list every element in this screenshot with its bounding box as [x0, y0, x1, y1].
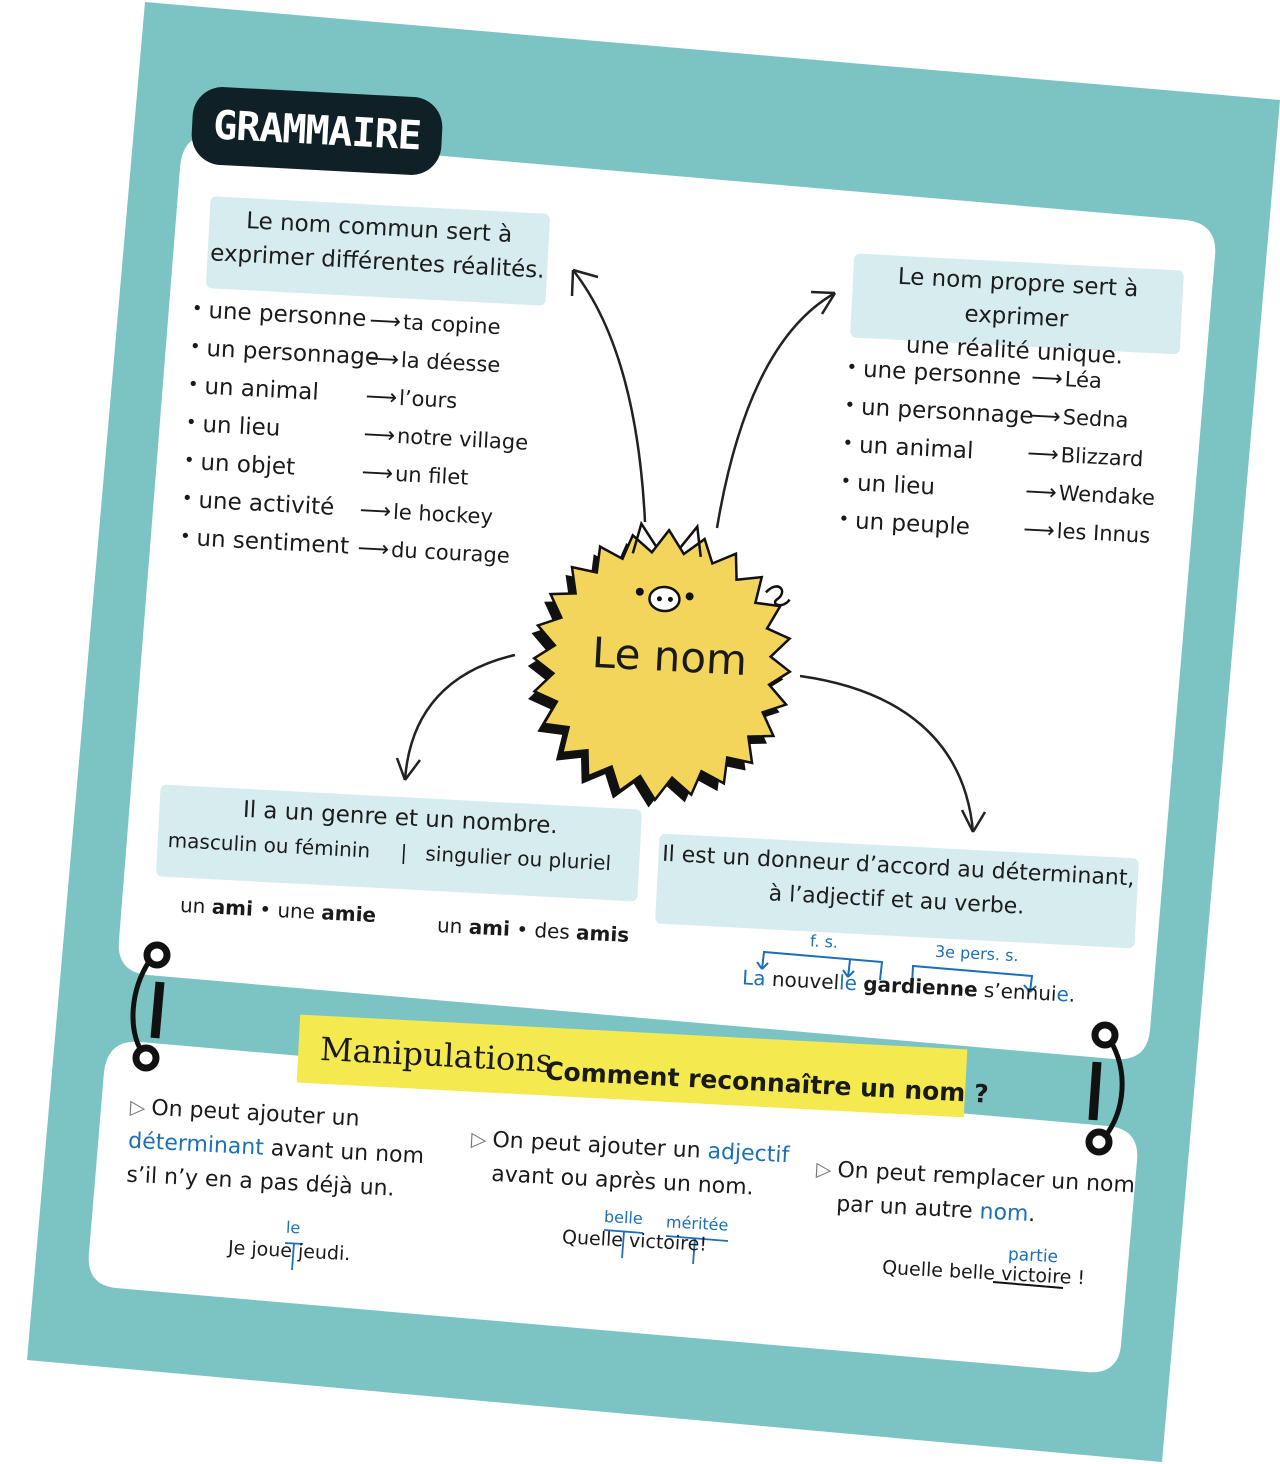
arrow-right-icon: ⟶: [362, 422, 396, 449]
manip-insert-2a: belle: [603, 1206, 644, 1229]
gender-sep: |: [399, 840, 408, 865]
arrow-right-icon: ⟶: [360, 460, 394, 487]
list-example: ⟶un filet: [360, 460, 470, 490]
triangle-bullet-icon: ▷: [815, 1156, 833, 1182]
arrow-right-icon: ⟶: [1024, 479, 1058, 506]
center-label: Le nom: [590, 627, 749, 686]
binder-ring-right: [1085, 1021, 1125, 1156]
binder-ring-left: [130, 941, 171, 1072]
arrow-right-icon: ⟶: [366, 346, 400, 373]
arrow-right-icon: ⟶: [358, 498, 392, 525]
list-example: ⟶du courage: [356, 536, 511, 568]
list-example: ⟶Wendake: [1024, 479, 1156, 511]
list-example: ⟶Léa: [1030, 365, 1103, 394]
list-example: ⟶Sedna: [1028, 403, 1130, 433]
list-example: ⟶ta copine: [368, 308, 502, 340]
section-title: GRAMMAIRE: [190, 85, 444, 177]
common-noun-list: •une personne •un personnage •un animal …: [178, 291, 543, 599]
le-nom-starburst: [527, 520, 793, 808]
list-example: ⟶la déesse: [366, 346, 501, 378]
proper-noun-note: Le nom propre sert à exprimer une réalit…: [850, 253, 1184, 370]
agreement-label-fs: f. s.: [809, 931, 839, 952]
strike-victoire: [992, 1281, 1064, 1289]
insert-markers: [284, 1229, 729, 1271]
list-example: ⟶l’ours: [364, 384, 458, 414]
triangle-bullet-icon: ▷: [129, 1094, 147, 1120]
list-example: ⟶les Innus: [1022, 517, 1151, 548]
triangle-bullet-icon: ▷: [470, 1126, 488, 1152]
agreement-brackets: [756, 950, 1037, 993]
list-example: ⟶Blizzard: [1026, 441, 1144, 472]
arrow-right-icon: ⟶: [364, 384, 398, 411]
manip-insert-1: le: [285, 1217, 301, 1238]
arrow-right-icon: ⟶: [1026, 441, 1060, 468]
mind-map-arrows: [395, 268, 987, 833]
list-example: ⟶le hockey: [358, 498, 494, 530]
common-noun-note: Le nom commun sert à exprimer différente…: [205, 196, 551, 306]
proper-noun-list: •une personne •un personnage •un animal …: [837, 350, 1167, 566]
arrow-right-icon: ⟶: [1030, 365, 1064, 393]
arrow-right-icon: ⟶: [1022, 517, 1056, 544]
arrow-right-icon: ⟶: [368, 308, 402, 335]
arrow-right-icon: ⟶: [1028, 403, 1062, 431]
arrow-right-icon: ⟶: [356, 536, 390, 563]
list-example: ⟶notre village: [362, 422, 529, 455]
manip-column-1: ▷On peut ajouter un déterminant avant un…: [125, 1094, 425, 1202]
